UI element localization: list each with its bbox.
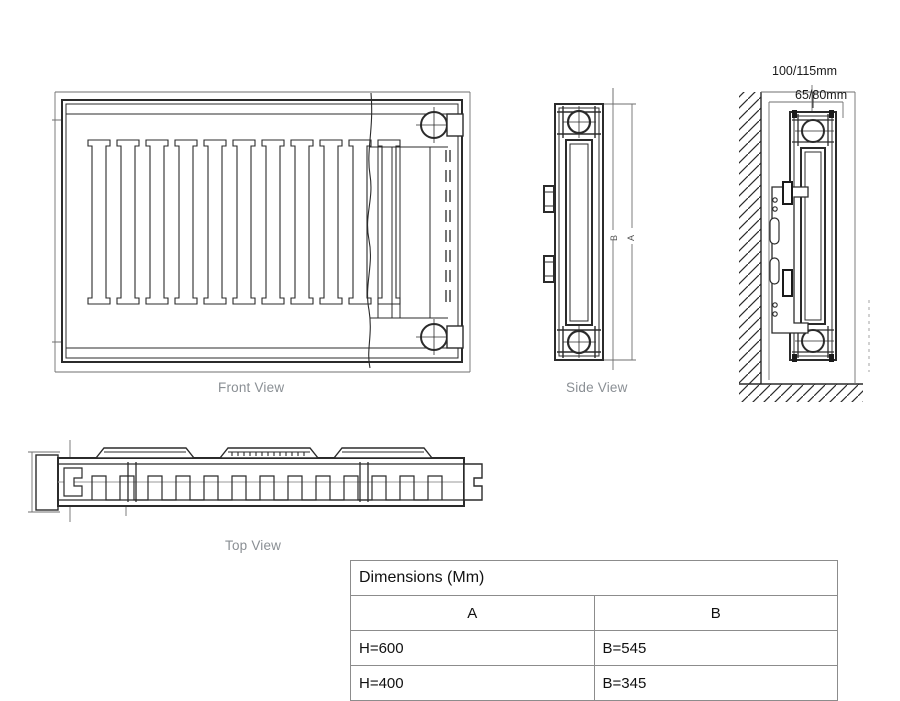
side-view-top-port xyxy=(563,106,596,138)
front-view-fins xyxy=(87,139,401,305)
top-view-convector-fins xyxy=(91,475,443,501)
table-row-header: A B xyxy=(350,595,838,631)
top-view-vent-slots xyxy=(231,452,305,456)
wall-view-top-port xyxy=(795,119,834,143)
top-view-grilles xyxy=(94,447,434,459)
side-view-label: Side View xyxy=(566,380,628,395)
wall-bracket-plate xyxy=(769,181,809,334)
break-line xyxy=(367,92,373,369)
table-row: H=600 B=545 xyxy=(350,630,838,666)
depth-outer-dimension-note: 100/115mm xyxy=(772,64,838,78)
cell-height-400: H=400 xyxy=(350,665,595,701)
front-view-drawing xyxy=(52,91,471,373)
table-row-title: Dimensions (Mm) xyxy=(350,560,838,596)
front-view-label: Front View xyxy=(218,380,285,395)
side-view-dim-b: B xyxy=(609,235,619,241)
wall-hatch-floor xyxy=(739,384,863,402)
side-view-bottom-port xyxy=(563,326,596,358)
cell-width-345: B=345 xyxy=(593,665,838,701)
side-view-drawing: B A xyxy=(543,88,636,370)
cell-height-600: H=600 xyxy=(350,630,595,666)
table-row: H=400 B=345 xyxy=(350,665,838,701)
side-view-dim-a: A xyxy=(626,235,636,241)
top-view-drawing xyxy=(28,440,483,522)
column-header-a: A xyxy=(350,595,595,631)
column-header-b: B xyxy=(593,595,838,631)
wall-view-feet xyxy=(792,110,834,362)
front-view-bottom-port xyxy=(416,319,464,355)
dimensions-table-title: Dimensions (Mm) xyxy=(350,560,838,596)
top-view-label: Top View xyxy=(225,538,282,553)
dimensions-table: Dimensions (Mm) A B H=600 B=545 H=400 B=… xyxy=(350,560,838,701)
wall-hatch-vertical xyxy=(739,92,761,384)
cell-width-545: B=545 xyxy=(593,630,838,666)
side-view-mounting-lugs xyxy=(543,185,555,283)
wall-view-bottom-port xyxy=(795,329,834,353)
front-view-top-port xyxy=(416,107,464,143)
depth-inner-dimension-note: 65/80mm xyxy=(795,88,848,102)
wall-mount-view-drawing xyxy=(739,85,870,402)
